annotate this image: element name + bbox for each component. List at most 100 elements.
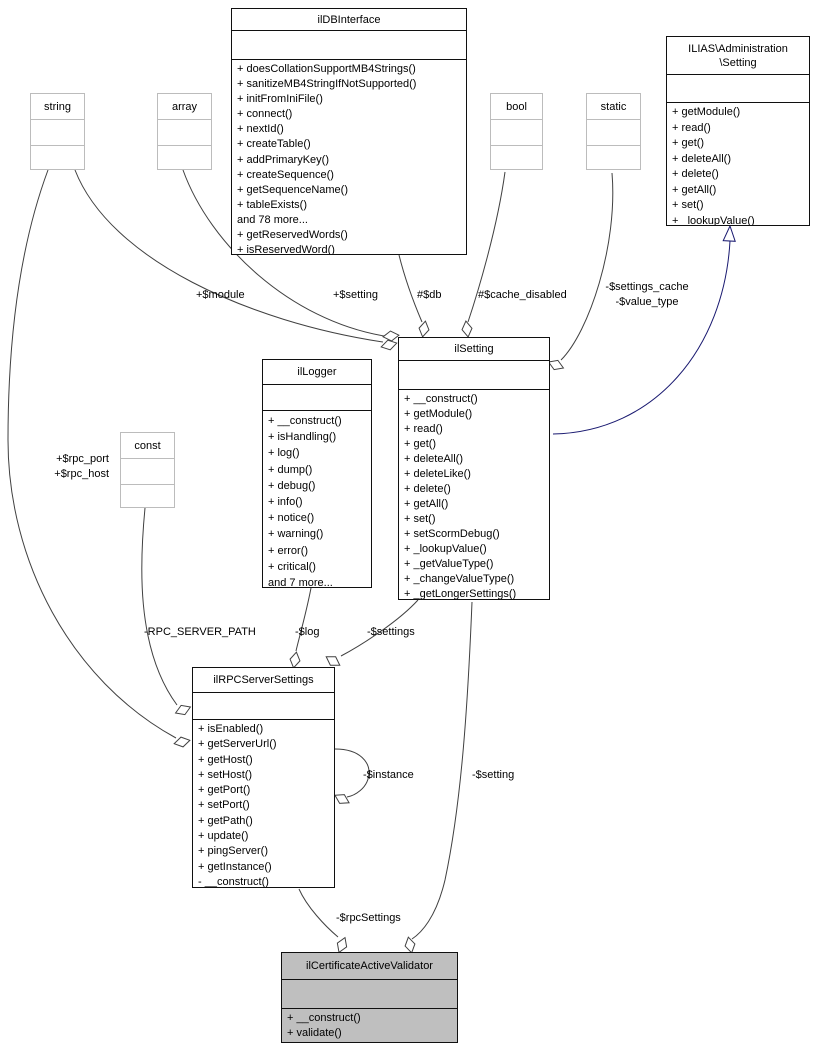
class-title: ilCertificateActiveValidator <box>282 953 457 980</box>
methods-compartment: + __construct() + isHandling() + log() + du… <box>263 411 371 587</box>
class-box-ilsetting[interactable]: ilSetting + __construct()+ getModule()+ … <box>398 337 550 600</box>
member-label: + _lookupValue() <box>404 543 487 555</box>
methods-compartment <box>587 146 640 169</box>
member-label: + read() <box>404 423 443 435</box>
edge-inheritance-curve <box>552 240 731 435</box>
member-label: + __construct() <box>404 393 478 405</box>
member-label: + _getValueType() <box>404 558 494 570</box>
member-label: + setPort() <box>198 799 250 812</box>
type-box-bool: bool <box>490 93 543 170</box>
member-label: + critical() <box>268 560 316 573</box>
member-label: + createSequence() <box>237 168 334 181</box>
edge-label-cache-disabled: #$cache_disabled <box>478 289 567 301</box>
member-label: + deleteAll() <box>404 453 464 465</box>
member-label: + log() <box>268 447 300 460</box>
class-title: ilRPCServerSettings <box>193 668 334 693</box>
type-box-const: const <box>120 432 175 508</box>
member-label: + error() <box>268 544 309 557</box>
member-label: + delete() <box>404 483 451 495</box>
methods-compartment: + getModule()+ read()+ get()+ deleteAll(… <box>667 103 809 225</box>
member-label: + addPrimaryKey() <box>237 153 330 166</box>
aggregation-diamond-settings <box>325 656 341 666</box>
class-title: ilDBInterface <box>232 9 466 31</box>
member-label: + read() <box>672 121 711 134</box>
edge-string-to-ilrpc <box>7 169 177 739</box>
attributes-compartment <box>232 31 466 60</box>
member-label: + getInstance() <box>198 860 272 873</box>
member-label: + deleteLike() <box>404 468 471 480</box>
class-title: ILIAS\Administration \Setting <box>667 37 809 75</box>
member-label: + dump() <box>268 463 313 476</box>
member-label: + setHost() <box>198 768 253 781</box>
aggregation-diamond-instance <box>334 794 350 804</box>
attributes-compartment <box>31 120 84 146</box>
class-title: ilSetting <box>399 338 549 361</box>
member-label: + __construct() <box>287 1012 361 1024</box>
member-label: + info() <box>268 496 303 509</box>
edge-ilsetting-to-validator <box>411 601 473 940</box>
type-title: string <box>31 94 84 120</box>
edge-string-to-ilsetting <box>74 169 384 343</box>
edge-ilrpc-to-validator <box>298 888 339 938</box>
member-label: + sanitizeMB4StringIfNotSupported() <box>237 78 417 91</box>
member-label: + getPort() <box>198 784 251 797</box>
edge-bool-to-ilsetting <box>467 171 506 323</box>
member-label: + debug() <box>268 479 316 492</box>
edge-label-setting2: -$setting <box>472 769 515 781</box>
type-box-array: array <box>157 93 212 170</box>
member-label: - __construct() <box>198 875 269 887</box>
member-label: + getServerUrl() <box>198 738 277 751</box>
member-label: + getAll() <box>672 183 717 196</box>
attributes-compartment <box>158 120 211 146</box>
edge-ilsetting-to-ilrpc <box>340 599 419 657</box>
member-label: + getModule() <box>672 106 741 118</box>
member-label: + getReservedWords() <box>237 229 348 242</box>
edge-label-setting: +$setting <box>333 289 378 301</box>
class-box-ilias-administration-setting[interactable]: ILIAS\Administration \Setting + getModul… <box>666 36 810 226</box>
type-title: static <box>587 94 640 120</box>
member-label: + getHost() <box>198 753 253 766</box>
class-box-ildbinterface[interactable]: ilDBInterface + doesCollationSupportMB4S… <box>231 8 467 255</box>
member-label: + setScormDebug() <box>404 528 500 540</box>
attributes-compartment <box>399 361 549 390</box>
member-label: + isEnabled() <box>198 723 264 735</box>
aggregation-diamond-rpc-path <box>174 704 192 716</box>
edge-label-settings: -$settings <box>367 626 415 638</box>
attributes-compartment <box>587 120 640 146</box>
member-label: + doesCollationSupportMB4Strings() <box>237 63 416 75</box>
methods-compartment <box>121 485 174 507</box>
member-label: + get() <box>404 438 437 450</box>
member-label: + getPath() <box>198 814 253 827</box>
member-label: + isReservedWord() <box>237 244 335 254</box>
class-box-ilrpcserversettings[interactable]: ilRPCServerSettings + isEnabled() + getSe… <box>192 667 335 888</box>
member-label: + getSequenceName() <box>237 183 348 196</box>
member-label: + _getLongerSettings() <box>404 588 517 599</box>
member-label: + pingServer() <box>198 845 269 858</box>
edge-ilrpc-self-loop <box>334 748 370 798</box>
member-label: + isHandling() <box>268 431 337 444</box>
member-label: and 78 more... <box>237 213 308 226</box>
class-title: ilLogger <box>263 360 371 385</box>
attributes-compartment <box>121 459 174 485</box>
aggregation-diamond-setting <box>382 330 400 342</box>
edge-label-rpc-server-path: -RPC_SERVER_PATH <box>144 626 256 638</box>
attributes-compartment <box>193 693 334 720</box>
attributes-compartment <box>282 980 457 1009</box>
edge-label-settings-cache: -$settings_cache -$value_type <box>605 281 689 308</box>
member-label: + delete() <box>672 168 719 180</box>
member-label: + get() <box>672 137 705 149</box>
attributes-compartment <box>263 385 371 411</box>
class-box-illogger[interactable]: ilLogger + __construct()+ isHandling()+ … <box>262 359 372 588</box>
member-label: + __construct() <box>268 415 342 427</box>
type-box-string: string <box>30 93 85 170</box>
member-label: + update() <box>198 830 249 843</box>
member-label: + initFromIniFile() <box>237 93 323 106</box>
edge-static-to-ilsetting <box>560 172 614 361</box>
attributes-compartment <box>491 120 542 146</box>
aggregation-diamond-db <box>418 320 430 338</box>
edge-label-db: #$db <box>417 289 442 301</box>
member-label: + validate() <box>287 1027 342 1039</box>
member-label: + tableExists() <box>237 198 307 211</box>
class-box-ilcertificateactivevalidator: ilCertificateActiveValidator + __constru… <box>281 952 458 1043</box>
